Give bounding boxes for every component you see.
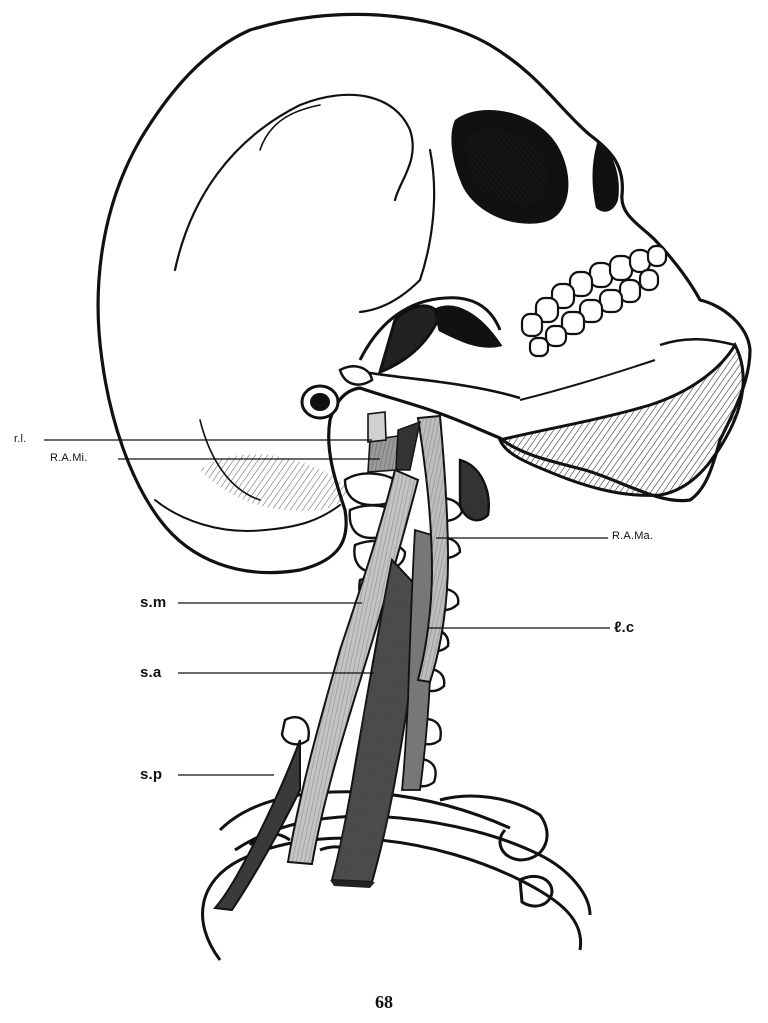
mandible — [497, 337, 745, 497]
label-rectus-capitis-anterior-minor: R.A.Mi. — [50, 452, 88, 464]
mastoid-process — [300, 365, 374, 420]
label-scalenus-anterior: s.a — [140, 664, 162, 681]
nasal-aperture — [592, 140, 619, 212]
thoracic-inlet — [201, 790, 592, 961]
label-rectus-capitis-anterior-major: R.A.Ma. — [612, 530, 654, 542]
zygomatic-arch — [349, 296, 521, 400]
rectus-lateralis — [367, 411, 387, 443]
muscles — [212, 411, 450, 912]
lower-teeth — [528, 268, 660, 358]
scalenus-posterior — [212, 739, 301, 912]
label-scalenus-posterior: s.p — [140, 766, 163, 783]
upper-teeth — [520, 244, 668, 338]
orbit — [451, 110, 569, 224]
leader-lines — [44, 439, 610, 776]
occipital-shading — [200, 454, 350, 511]
label-longus-colli: ℓ.c — [614, 619, 635, 636]
label-scalenus-medius: s.m — [140, 594, 167, 611]
label-rectus-lateralis: r.l. — [14, 433, 27, 445]
page-number: 68 — [375, 992, 393, 1012]
